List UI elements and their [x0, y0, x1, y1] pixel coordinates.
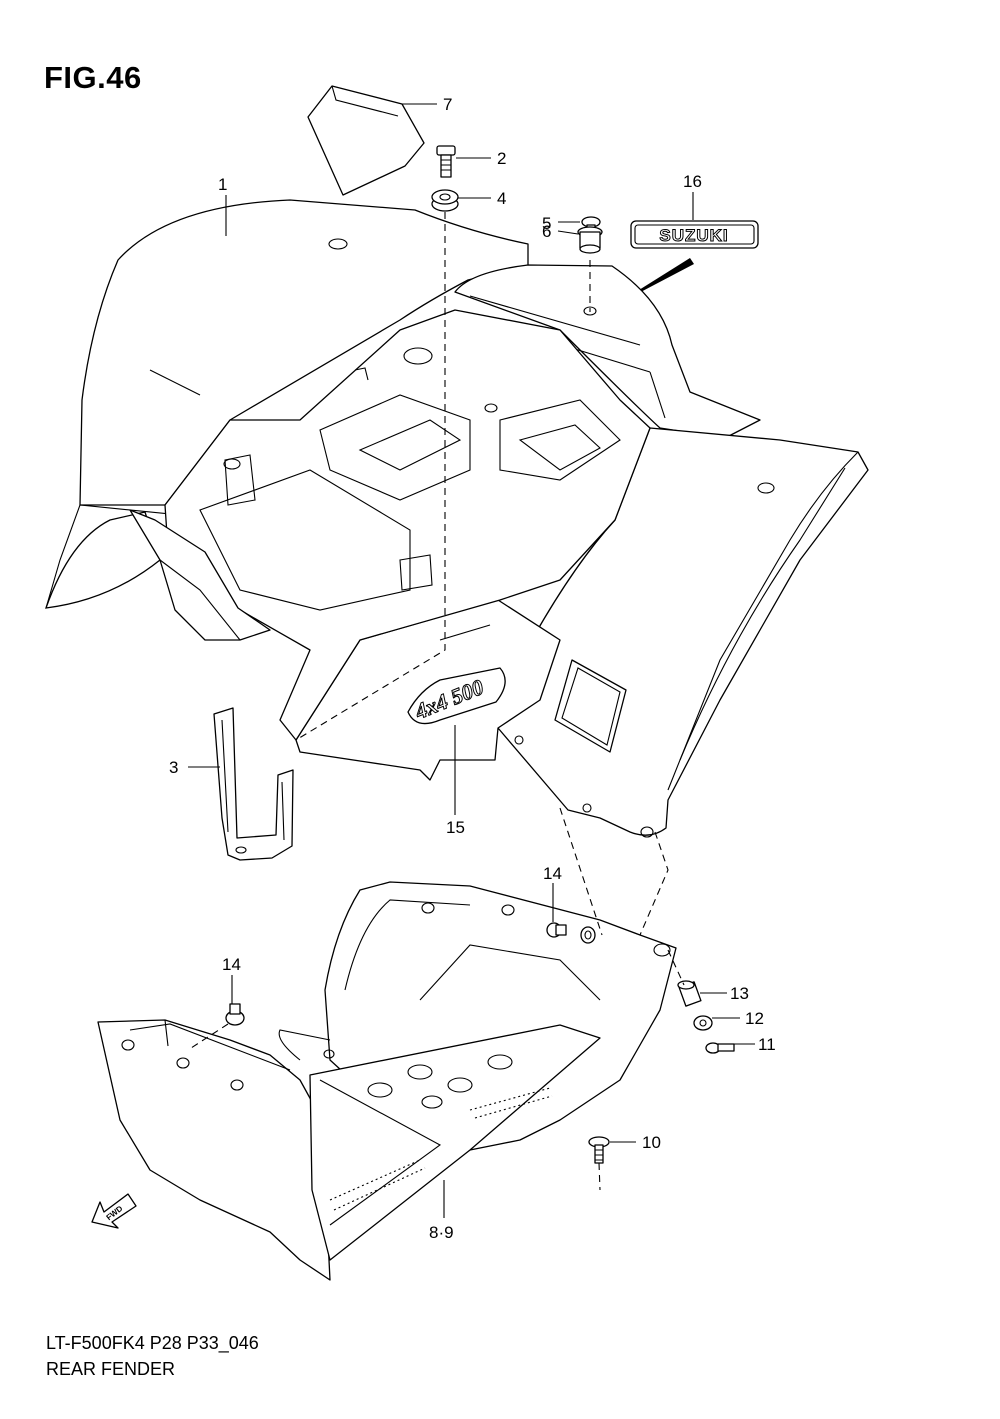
figure-caption: REAR FENDER: [46, 1359, 176, 1379]
callout-14-upper: 14: [543, 864, 562, 883]
callout-10: 10: [642, 1133, 661, 1152]
callout-7: 7: [443, 95, 452, 114]
suzuki-decal-text: SUZUKI: [659, 226, 728, 245]
fwd-arrow-icon: FWD: [91, 1193, 137, 1229]
part-8-9-footrest: [97, 881, 677, 1281]
part-11-screw: [705, 1042, 735, 1054]
part-3-bracket: [213, 707, 294, 861]
part-6-nut: [577, 226, 603, 254]
callout-8-9: 8·9: [429, 1223, 454, 1242]
part-2-bolt: [436, 145, 456, 178]
part-13-collar: [677, 980, 702, 1007]
leader-lines: [188, 103, 755, 1218]
part-14-fastener-lower: [225, 1003, 245, 1026]
callout-16: 16: [683, 172, 702, 191]
assembly-dashed-lines: [187, 212, 685, 1191]
callout-15: 15: [446, 818, 465, 837]
callout-2: 2: [497, 149, 506, 168]
callout-11: 11: [758, 1035, 776, 1054]
part-10-bolt: [588, 1136, 610, 1164]
part-4-grommet: [431, 189, 459, 212]
figure-title: FIG.46: [44, 60, 142, 95]
callout-12: 12: [745, 1009, 764, 1028]
callout-4: 4: [497, 189, 506, 208]
part-12-washer: [693, 1015, 713, 1031]
model-code: LT-F500FK4 P28 P33_046: [46, 1333, 259, 1353]
callout-labels: 1 2 3 4 5 6 7 8·9 10 11 12 13 14 14 15 1…: [169, 95, 776, 1242]
callout-1: 1: [218, 175, 227, 194]
callout-3: 3: [169, 758, 178, 777]
part-1-rear-fender: [45, 199, 869, 838]
callout-5: 5: [542, 214, 551, 233]
part-7-flap: [307, 85, 425, 196]
callout-13: 13: [730, 984, 749, 1003]
callout-14-lower: 14: [222, 955, 241, 974]
callout-6: 6: [542, 222, 551, 241]
part-14-fastener-upper: [546, 922, 596, 944]
